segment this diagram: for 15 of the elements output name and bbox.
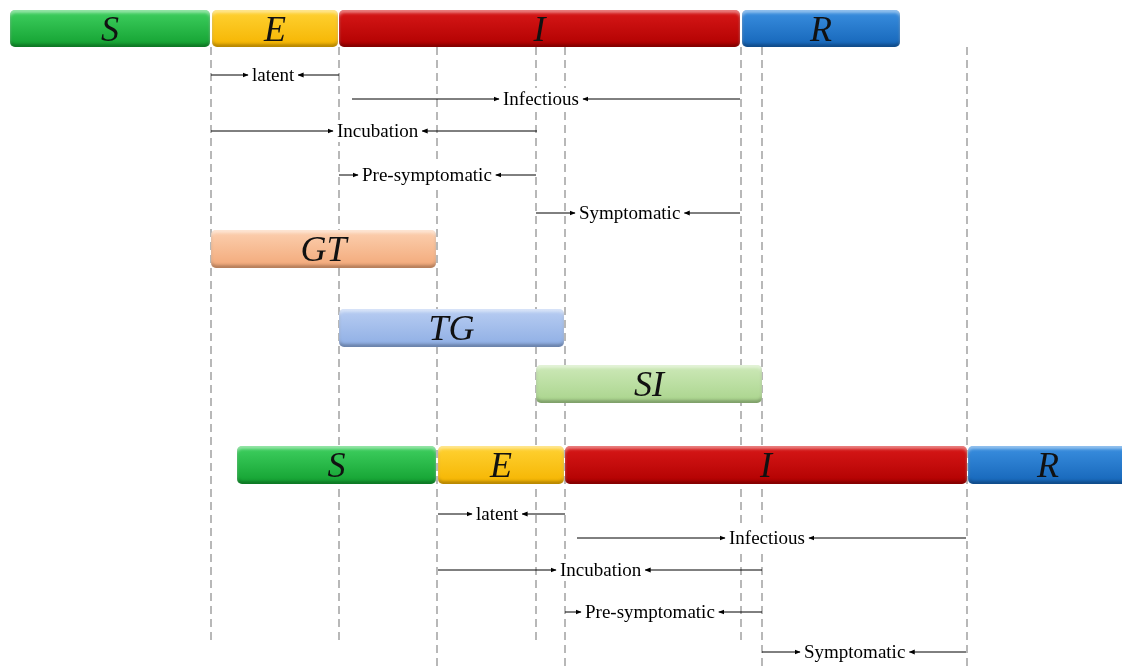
phase-bar: S (10, 10, 210, 47)
interval-label: Incubation (559, 559, 643, 581)
phase-bar: R (742, 10, 900, 47)
phase-bar: S (237, 446, 436, 484)
phase-bar: E (212, 10, 338, 47)
interval-label: Pre-symptomatic (361, 164, 493, 186)
phase-bar: R (968, 446, 1122, 484)
interval-label: Infectious (728, 527, 806, 549)
interval-bar: GT (211, 230, 436, 268)
interval-bar: TG (339, 309, 564, 347)
phase-bar: I (339, 10, 740, 47)
interval-label: Infectious (502, 88, 580, 110)
phase-bar: E (438, 446, 564, 484)
interval-bar: SI (536, 365, 762, 403)
phase-bar: I (565, 446, 967, 484)
